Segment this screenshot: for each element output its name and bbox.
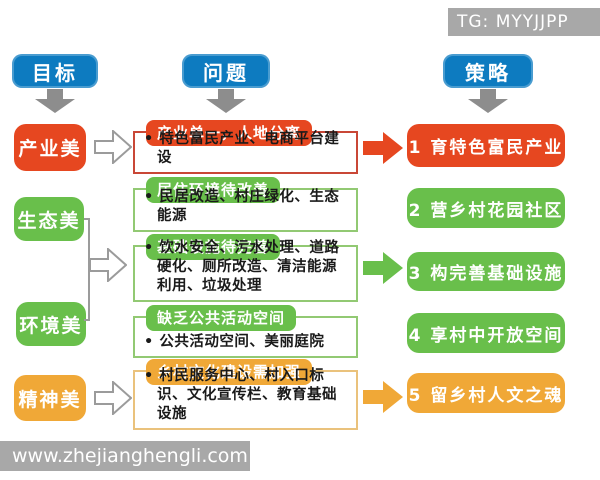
problem-title-tag: 产业单一，人地分离 (146, 120, 313, 146)
down-arrow-icon (468, 89, 508, 113)
column-header-problem: 问题 (182, 54, 270, 88)
problem-box-culture: 乡村文化建设需加强 • 村民服务中心、村入口标识、文化宣传栏、教育基础设施 (133, 359, 358, 430)
goal-environment: 环境美 (16, 302, 86, 346)
goal-spirit: 精神美 (14, 375, 86, 421)
hollow-right-arrow-icon (89, 248, 127, 282)
problem-box-living: 居住环境待改善 • 民居改造、村庄绿化、生态能源 (133, 177, 358, 232)
hollow-right-arrow-icon (94, 381, 132, 415)
problem-bullet-text: • 特色富民产业、电商平台建设 (144, 131, 340, 166)
problem-box-industry: 产业单一，人地分离 • 特色富民产业、电商平台建设 (133, 120, 358, 174)
strategy-1: 1 育特色富民产业 (407, 124, 565, 167)
goal-industry: 产业美 (14, 124, 86, 171)
problem-box-public-space: 缺乏公共活动空间 • 公共活动空间、美丽庭院 (133, 305, 358, 358)
down-arrow-icon (35, 89, 75, 113)
problem-title-tag: 基础设施待完善 (146, 234, 281, 260)
connector-line (84, 319, 90, 321)
column-header-strategy: 策略 (443, 54, 533, 88)
connector-line (84, 218, 90, 220)
problem-bullet-text: • 饮水安全、污水处理、道路硬化、厕所改造、清洁能源利用、垃圾处理 (144, 240, 340, 294)
down-arrow-icon (206, 89, 246, 113)
green-right-arrow-icon (363, 252, 403, 284)
hollow-right-arrow-icon (94, 130, 132, 164)
problem-title-tag: 缺乏公共活动空间 (146, 305, 297, 331)
problem-box-infrastructure: 基础设施待完善 • 饮水安全、污水处理、道路硬化、厕所改造、清洁能源利用、垃圾处… (133, 234, 358, 302)
problem-bullet-text: • 村民服务中心、村入口标识、文化宣传栏、教育基础设施 (144, 368, 337, 422)
problem-bullet-text: • 公共活动空间、美丽庭院 (144, 334, 325, 350)
problem-bullet-text: • 民居改造、村庄绿化、生态能源 (144, 189, 340, 224)
top-watermark: TG: MYYJJPP (448, 8, 600, 36)
strategy-5: 5 留乡村人文之魂 (407, 373, 565, 413)
strategy-4: 4 享村中开放空间 (407, 313, 565, 353)
goal-ecology: 生态美 (14, 197, 84, 241)
problem-title-tag: 乡村文化建设需加强 (146, 359, 313, 385)
strategy-2: 2 营乡村花园社区 (407, 188, 565, 228)
orange-right-arrow-icon (363, 381, 403, 413)
column-header-goal: 目标 (12, 54, 98, 88)
red-right-arrow-icon (363, 132, 403, 164)
problem-title-tag: 居住环境待改善 (146, 177, 281, 203)
bottom-watermark: www.zhejianghengli.com (0, 441, 250, 471)
strategy-3: 3 构完善基础设施 (407, 252, 565, 291)
